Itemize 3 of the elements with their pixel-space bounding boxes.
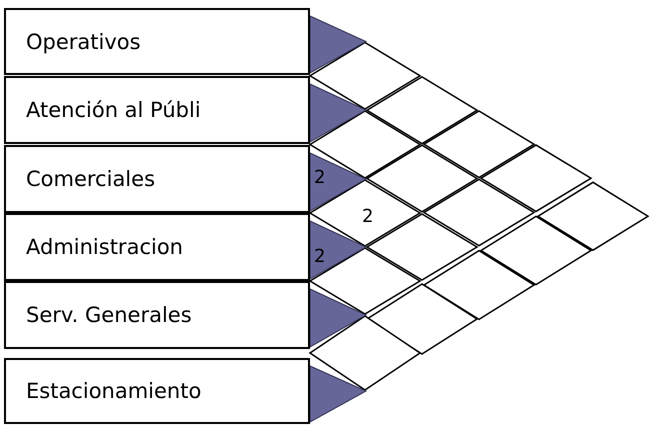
- rating-number: 2: [314, 247, 326, 267]
- rating-number: 2: [362, 207, 374, 227]
- rating-number: 2: [314, 168, 326, 188]
